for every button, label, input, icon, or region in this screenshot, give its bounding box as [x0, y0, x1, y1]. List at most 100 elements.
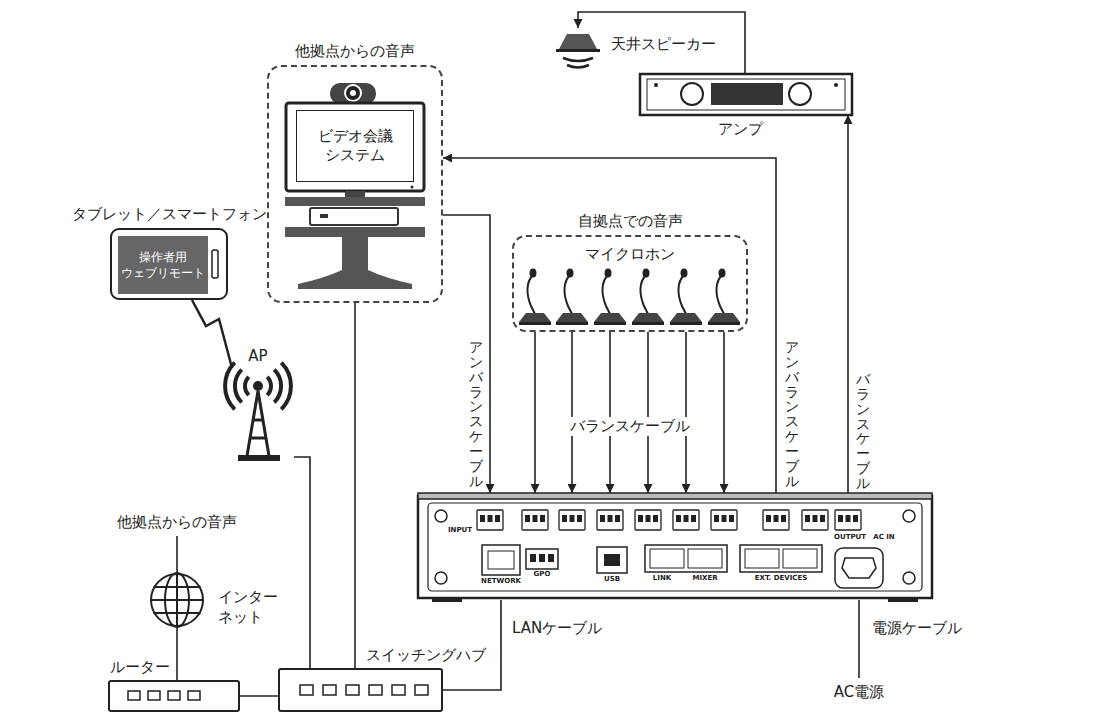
panel-label: AC IN [873, 534, 894, 541]
router-port [128, 691, 140, 700]
radio-wave [235, 370, 281, 403]
node-label: マイクロホン [585, 245, 675, 264]
dashed-group-box: 他拠点からの音声ビデオ会議 システム [267, 65, 443, 303]
cable-label: LANケーブル [512, 619, 602, 638]
panel-label: GPO [534, 571, 551, 578]
cable-label: バランスケーブル [856, 372, 870, 491]
input-terminal [522, 510, 548, 530]
cable-connector [240, 695, 278, 697]
amp-chassis [640, 74, 852, 115]
stand-shelf [285, 197, 425, 206]
unit-foot [432, 598, 462, 602]
antenna-tip [253, 381, 263, 391]
annotation-label: AC電源 [834, 683, 884, 702]
router-port [148, 691, 160, 700]
node-label: スイッチングハブ [366, 646, 486, 665]
monitor-bezel [286, 103, 424, 191]
node-label: インター ネット [218, 587, 278, 628]
microphone [556, 269, 588, 326]
panel-label: NETWORK [481, 578, 521, 585]
amp-screw [834, 83, 838, 87]
gpo-pin [539, 554, 545, 562]
node-label: 自拠点での音声 [578, 212, 683, 231]
leader-line [176, 536, 178, 573]
cable-connector [176, 627, 178, 680]
annotation-label: 電源ケーブル [872, 619, 962, 638]
cable-connector [571, 332, 573, 493]
stand-base [298, 237, 412, 289]
panel-screw [435, 572, 447, 584]
sound-wave [567, 65, 589, 68]
node-label: 他拠点からの音声 [295, 42, 415, 61]
cable-connector [294, 457, 310, 668]
speaker-rim [556, 49, 600, 52]
panel-label: OUTPUT [834, 534, 866, 541]
usb-jack [604, 554, 620, 566]
microphone [519, 269, 551, 326]
link-port-group [645, 545, 727, 572]
node-label: AP [248, 347, 267, 365]
input-terminal [559, 510, 585, 530]
output-terminal [763, 510, 789, 530]
panel-label: MIXER [692, 575, 717, 582]
annotation-label: バランスケーブル [566, 417, 694, 436]
cable-connector [443, 158, 776, 493]
panel-label: EXT. DEVICES [755, 575, 808, 582]
tablet-device: タブレット／スマートフォン操作者用 ウェブリモート [110, 228, 228, 300]
usb-port [597, 547, 627, 573]
gpo-pin [548, 554, 554, 562]
input-terminal [597, 510, 623, 530]
router-port [168, 691, 180, 700]
hub-port [323, 685, 336, 695]
panel-screw [903, 510, 915, 522]
cable-connector [534, 332, 536, 493]
globe-grid [150, 573, 204, 627]
dashed-group-box: 自拠点での音声マイクロホン [512, 235, 748, 332]
hub-port [369, 685, 382, 695]
network-port [482, 545, 520, 575]
amp-knob [681, 83, 703, 105]
node-label: アンプ [718, 120, 763, 139]
node-label: ルーター [110, 658, 170, 677]
radio-wave [225, 363, 291, 410]
microphone [632, 269, 664, 326]
codec-box [310, 208, 398, 225]
camera-body [330, 83, 376, 104]
monitor-screen: ビデオ会議 システム [296, 110, 414, 182]
unit-chassis [418, 496, 932, 598]
ext-port-group [740, 545, 822, 572]
camera-glint [350, 90, 356, 96]
ext-jack [783, 549, 817, 568]
router-port [188, 691, 200, 700]
cable-connector [723, 332, 725, 493]
ceiling-speaker: 天井スピーカー [553, 28, 603, 72]
node-label: 天井スピーカー [611, 35, 716, 54]
stand-shelf [285, 227, 425, 237]
cable-connector [609, 332, 611, 493]
node-label: ビデオ会議 システム [318, 127, 393, 166]
unit-panel [428, 503, 922, 591]
ac-inlet-socket [842, 558, 876, 578]
ac-inlet [835, 548, 883, 588]
tablet-button [212, 250, 218, 278]
link-jack [688, 549, 722, 568]
codec-led [320, 214, 328, 218]
output-terminal [835, 510, 861, 530]
annotation-label: 他拠点からの音声 [117, 513, 237, 532]
hub-port [415, 685, 428, 695]
camera-lens [345, 85, 361, 101]
input-terminal [711, 510, 737, 530]
monitor-led [411, 186, 414, 189]
power-cable [858, 600, 860, 678]
link-jack [650, 549, 684, 568]
gpo-terminal [526, 549, 558, 569]
microphone [708, 269, 740, 326]
panel-screw [435, 510, 447, 522]
antenna-base [238, 455, 280, 461]
amp-knob [789, 83, 811, 105]
panel-label: LINK [653, 575, 671, 582]
amp-display [711, 83, 783, 105]
cable-connector [647, 332, 649, 493]
